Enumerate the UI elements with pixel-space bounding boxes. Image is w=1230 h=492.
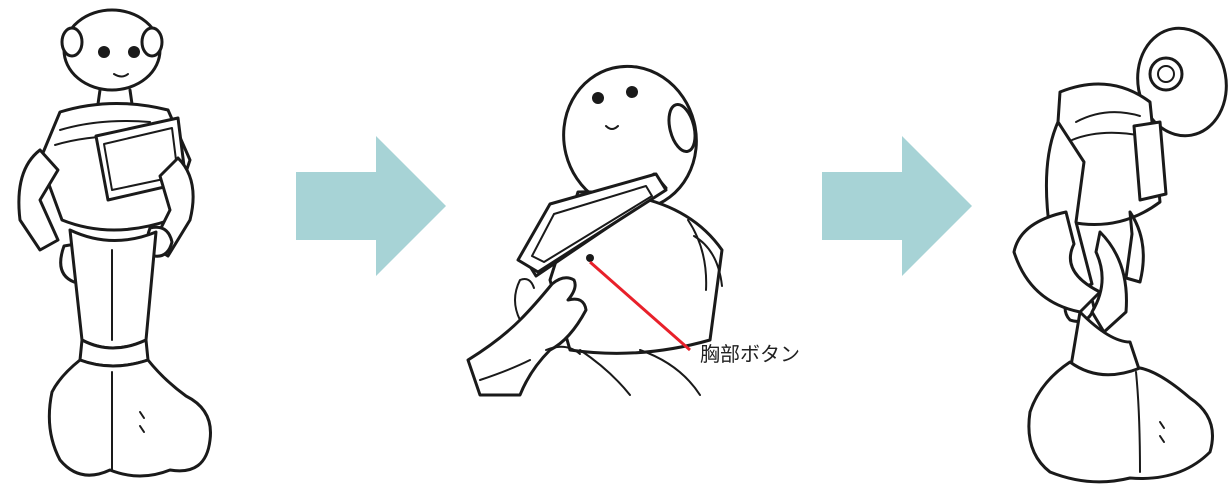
press-chest-button-illustration (466, 64, 724, 397)
arrow-right-icon (296, 136, 446, 276)
chest-button-label: 胸部ボタン (700, 342, 800, 366)
step-arrow-1 (296, 136, 446, 276)
rest-posture-robot-illustration (1012, 26, 1228, 484)
callout-line (589, 260, 691, 352)
standing-robot-illustration (17, 8, 212, 478)
arrow-right-icon (822, 136, 972, 276)
step-arrow-2 (822, 136, 972, 276)
